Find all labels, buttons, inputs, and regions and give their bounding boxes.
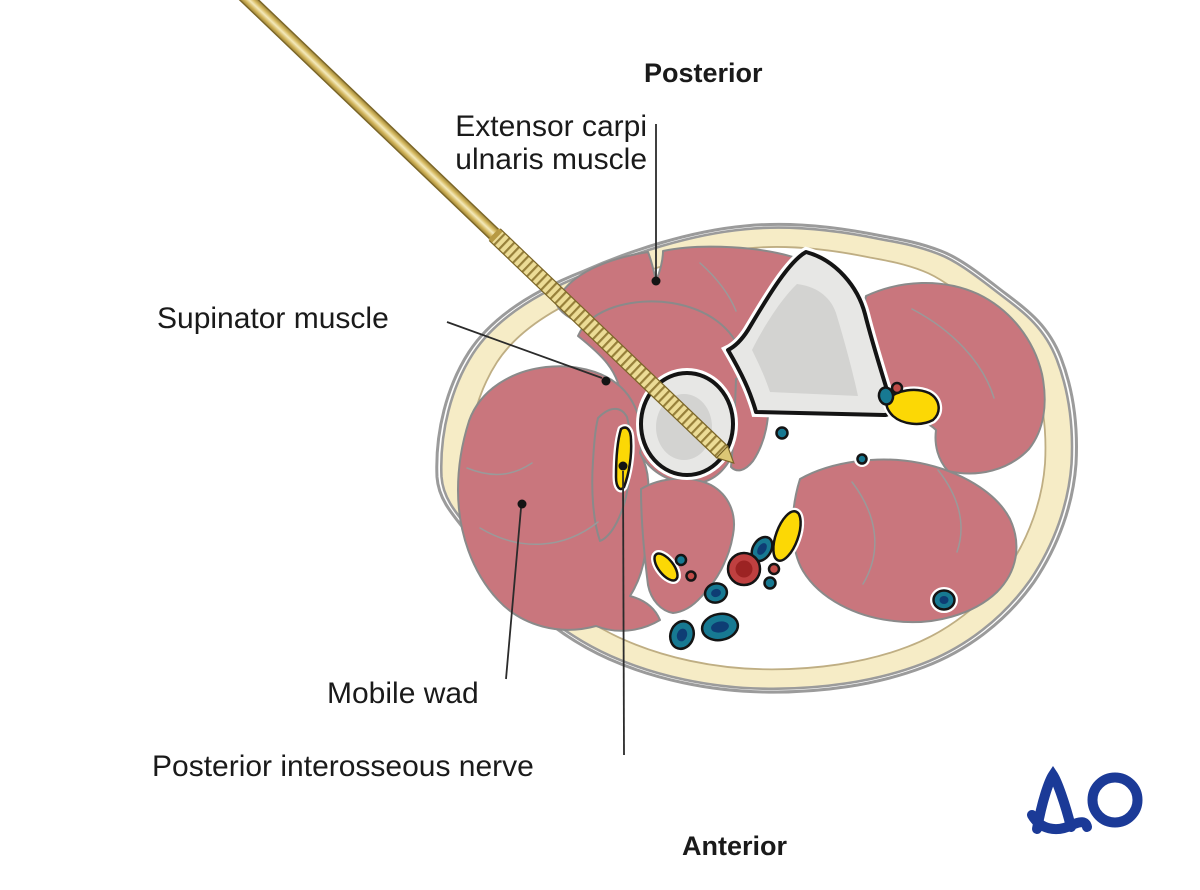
posterior-orientation-label: Posterior	[644, 58, 763, 88]
flexor-superficial-muscle	[791, 458, 1018, 624]
extensor-label-line2: ulnaris muscle	[455, 143, 647, 176]
supinator-leader-dot	[601, 376, 611, 386]
ulnar-nerve	[885, 388, 940, 426]
mobile-wad-leader-line	[505, 507, 522, 680]
extensor-label-line1: Extensor carpi	[455, 110, 647, 143]
ao-logo-letter-a	[1032, 765, 1076, 834]
muscle-group	[457, 245, 1046, 632]
anterior-orientation-label: Anterior	[682, 831, 788, 861]
posterior-interosseous-nerve-label: Posterior interosseous nerve	[152, 750, 534, 783]
ao-logo-letter-a-bar	[1027, 810, 1092, 835]
leader-dots	[517, 276, 661, 509]
supinator-muscle-label: Supinator muscle	[157, 302, 389, 335]
median-nerve	[772, 510, 802, 562]
ao-logo-letter-o	[1087, 772, 1143, 828]
mobile-wad-leader-dot	[517, 499, 527, 509]
pin-tip	[715, 445, 735, 464]
posterior-interosseous-nerve-shape	[614, 426, 633, 491]
extensor-carpi-ulnaris-label: Extensor carpi ulnaris muscle	[355, 110, 647, 176]
mobile-wad-muscle	[457, 365, 661, 632]
small-nerve-left	[653, 552, 679, 582]
ulna-bone	[720, 246, 897, 421]
leader-lines	[446, 124, 657, 756]
nerve-leader-line	[622, 470, 625, 756]
neurovascular-structures	[612, 381, 958, 653]
fascia-detail-lines	[466, 262, 995, 585]
nerve-yellow-structures	[614, 388, 940, 582]
ao-logo	[1026, 763, 1144, 839]
nerve-leader-dot	[618, 461, 628, 471]
supinator-leader-line	[446, 321, 603, 379]
artery-lumen	[735, 560, 753, 578]
extensor-leader-dot	[651, 276, 661, 286]
ao-logo-graphic	[1027, 765, 1143, 835]
vein-lumens	[676, 543, 949, 642]
threaded-pin	[225, 0, 735, 464]
mobile-wad-label: Mobile wad	[327, 677, 479, 710]
ulna-medulla	[752, 284, 858, 396]
